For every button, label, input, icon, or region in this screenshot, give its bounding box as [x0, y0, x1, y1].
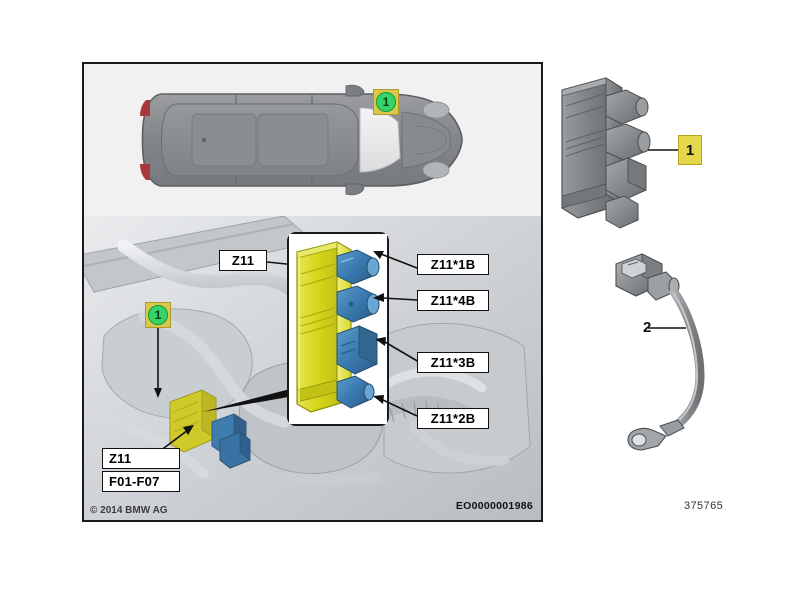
connector-z11-2b [336, 375, 375, 409]
component-label-group: Z11 F01-F07 [102, 448, 180, 492]
headlight-right [422, 161, 450, 179]
leader-z11-1b [373, 251, 418, 269]
connector-label-z11-2b: Z11*2B [417, 408, 489, 429]
vehicle-top-view: 1 [84, 64, 541, 216]
mirror-right [345, 183, 365, 196]
leader-z11-4b [373, 293, 418, 302]
part-2-crimp [659, 419, 685, 437]
illustration-frame: 1 [82, 62, 543, 522]
leader-z11-2b [373, 395, 418, 417]
connector-label-z11-4b: Z11*4B [417, 290, 489, 311]
marker-number: 1 [148, 305, 168, 325]
module-detail-inset [287, 232, 389, 426]
part-2-cable-highlight [670, 293, 699, 428]
vehicle-illustration [84, 64, 541, 216]
marker-number: 1 [376, 92, 396, 112]
connector-label-z11-3b: Z11*3B [417, 352, 489, 373]
part-number-text: 375765 [684, 500, 724, 512]
bay-strut-line [84, 223, 295, 268]
hose-2 [138, 310, 290, 428]
module-label-z11: Z11 [219, 250, 267, 271]
component-label-fuses: F01-F07 [102, 471, 180, 492]
connector-z11-3b [336, 325, 378, 375]
part-1-connector-middle [605, 123, 651, 161]
part-1-connector-bottom [605, 195, 639, 229]
roof-antenna [201, 137, 207, 143]
taillight-right [140, 164, 150, 180]
part-1-number: 1 [685, 141, 695, 159]
hose-6 [409, 421, 509, 466]
part-2-cable-illustration [615, 253, 705, 451]
roof-panel-rear [257, 113, 329, 167]
hose-7 [89, 411, 209, 479]
vehicle-location-marker[interactable]: 1 [373, 89, 399, 115]
part-2-ring-terminal [627, 427, 667, 451]
part-1-callout-tag[interactable]: 1 [678, 135, 702, 165]
diagram-code-text: EO0000001986 [455, 500, 533, 512]
hose-8 [228, 460, 380, 486]
component-label-z11: Z11 [102, 448, 180, 469]
part-2-connector-housing [615, 253, 680, 301]
part-1-module-illustration [561, 77, 678, 229]
taillight-left [140, 100, 150, 116]
insitu-connectors [211, 413, 251, 469]
module-detail-illustration [289, 234, 387, 424]
engine-bay-location-marker[interactable]: 1 [145, 302, 171, 328]
marker-leader-line [154, 328, 162, 398]
connector-z11-1b [336, 249, 380, 285]
bonnet-crease [413, 125, 447, 155]
headlight-left [422, 101, 450, 119]
part-2-cable [665, 287, 705, 435]
copyright-text: © 2014 BMW AG [90, 505, 168, 516]
part-1-connector-lower [605, 157, 647, 201]
part-2-callout-number: 2 [643, 319, 652, 336]
mirror-left [345, 84, 365, 97]
part-1-connector-top [605, 89, 649, 125]
roof-panel-front [191, 113, 257, 167]
connector-label-z11-1b: Z11*1B [417, 254, 489, 275]
leader-z11-3b [375, 337, 420, 363]
